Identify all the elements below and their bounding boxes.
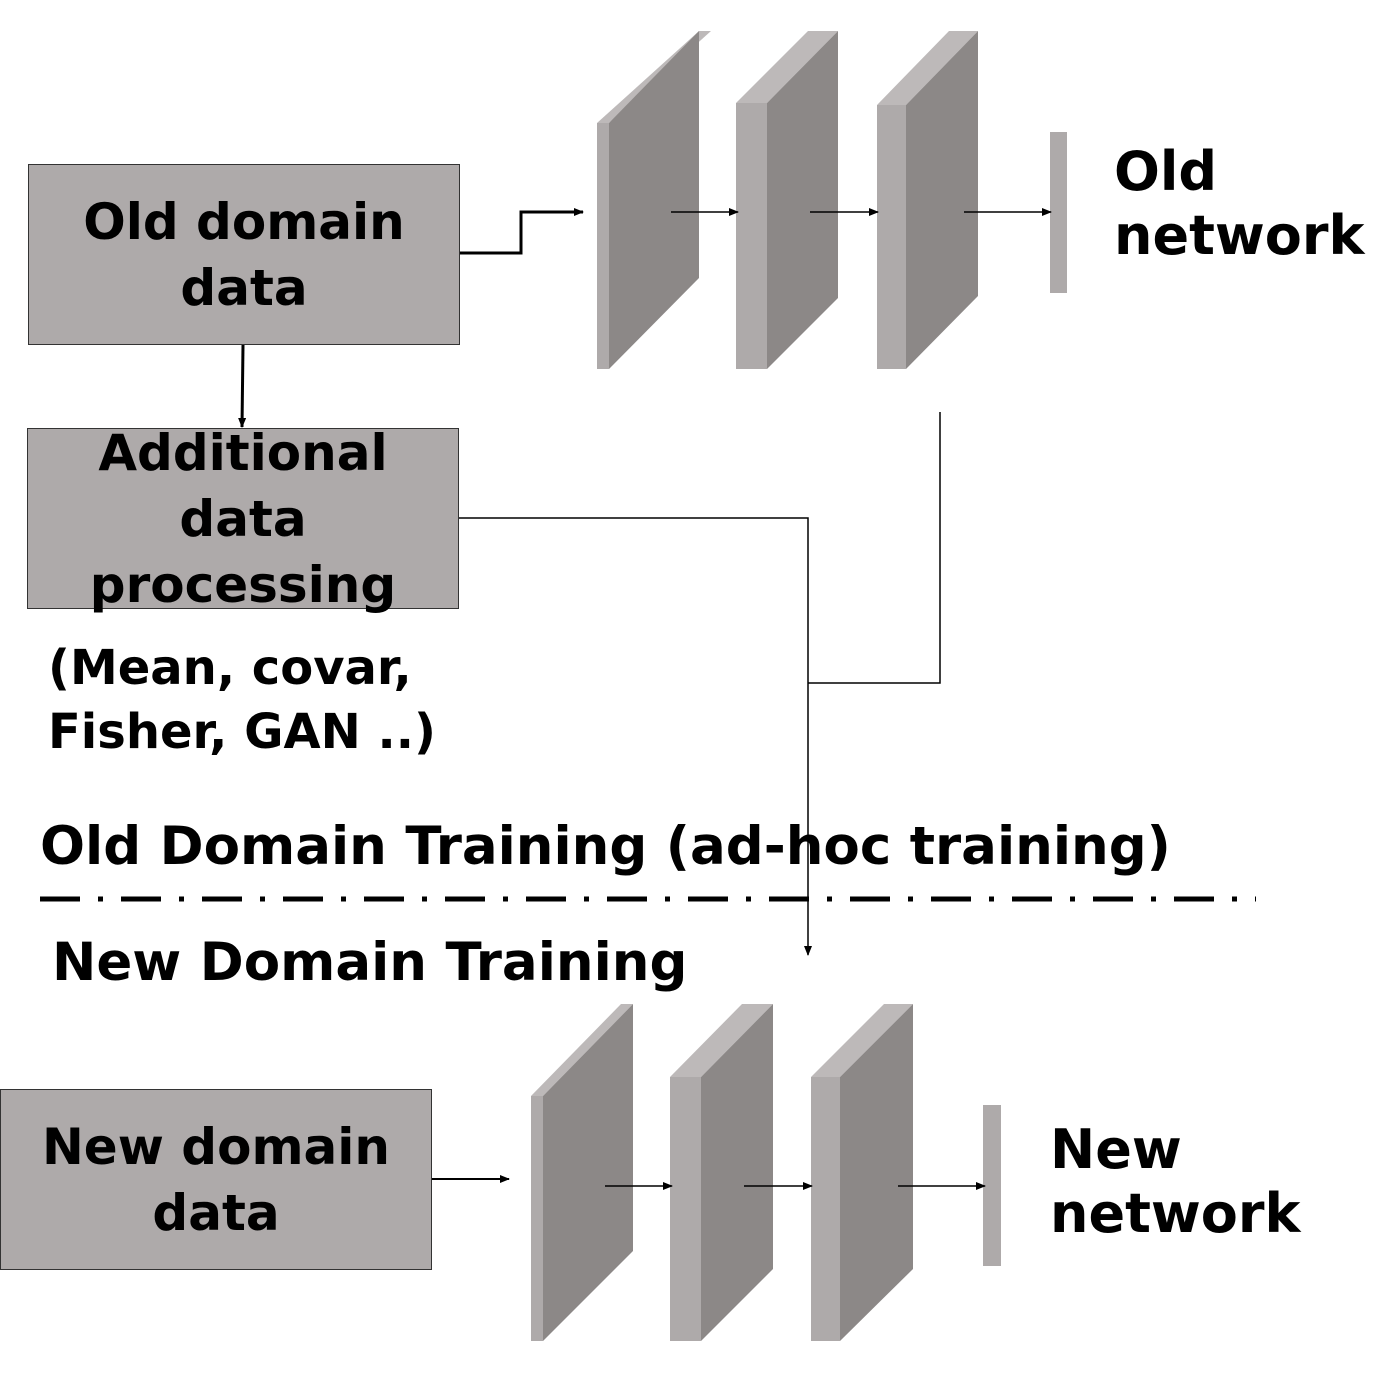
new-network-layer-1 xyxy=(531,1004,633,1341)
old-domain-data-label-line2: data xyxy=(180,258,308,317)
old-network-label-line2: network xyxy=(1114,204,1365,267)
new-network-label: New network xyxy=(1050,1118,1300,1246)
new-network-layer-3 xyxy=(811,1004,913,1341)
new-domain-data-label-line1: New domain xyxy=(41,1117,391,1176)
old-domain-data-label-line1: Old domain xyxy=(83,192,405,251)
processing-methods-line1: (Mean, covar, xyxy=(48,640,412,696)
additional-processing-label-line2: data processing xyxy=(89,489,397,614)
new-domain-training-heading: New Domain Training xyxy=(52,932,688,993)
additional-to-new-network-line xyxy=(459,517,812,956)
old-data-to-network-arrow xyxy=(459,208,584,255)
old-network-label: Old network xyxy=(1114,140,1364,268)
old-network-label-line1: Old xyxy=(1114,140,1218,203)
new-network-output-bar xyxy=(983,1105,1001,1266)
old-network-layer-3 xyxy=(877,31,978,369)
old-network-layer-1 xyxy=(597,31,711,369)
new-network-label-line1: New xyxy=(1050,1118,1182,1181)
processing-methods-note: (Mean, covar, Fisher, GAN ..) xyxy=(48,636,436,764)
old-domain-training-heading: Old Domain Training (ad-hoc training) xyxy=(40,816,1171,877)
old-network-to-new-network-line xyxy=(808,412,941,684)
old-data-to-additional-arrow xyxy=(238,344,247,428)
old-network-layer-2 xyxy=(736,31,838,369)
additional-processing-label-line1: Additional xyxy=(98,423,388,482)
old-domain-data-box: Old domain data xyxy=(28,164,460,345)
processing-methods-line2: Fisher, GAN ..) xyxy=(48,704,436,760)
new-network-layer-2 xyxy=(670,1004,773,1341)
new-domain-data-label-line2: data xyxy=(152,1183,280,1242)
new-domain-data-box: New domain data xyxy=(0,1089,432,1270)
additional-data-processing-box: Additional data processing xyxy=(27,424,459,614)
old-network-output-bar xyxy=(1050,132,1067,293)
new-network-label-line2: network xyxy=(1050,1182,1301,1245)
